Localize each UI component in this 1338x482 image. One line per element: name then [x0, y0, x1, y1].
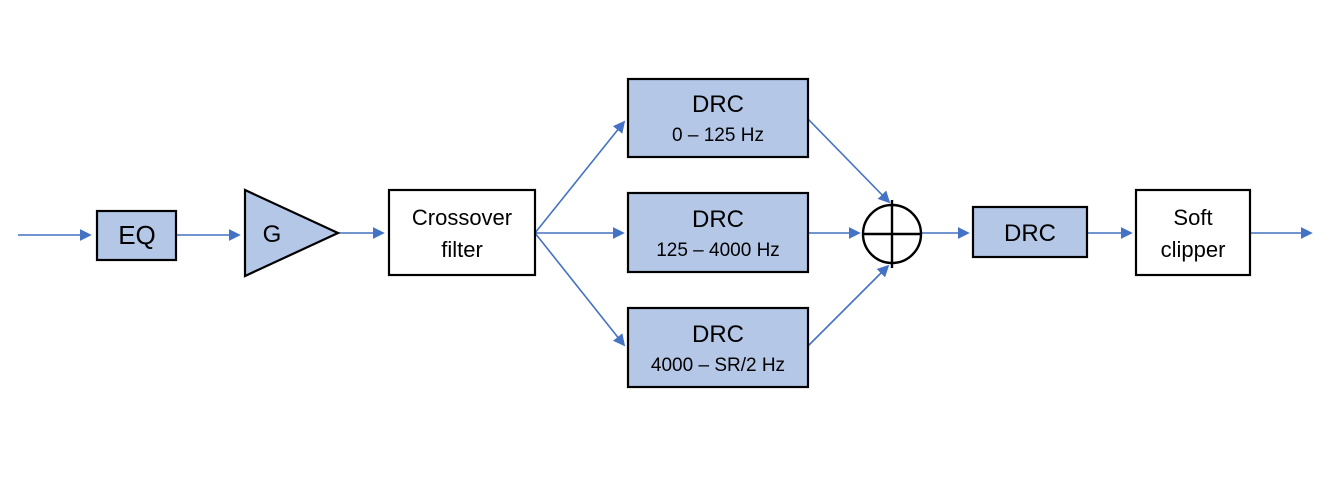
- crossover-label-line2: filter: [441, 237, 483, 262]
- drc-high-box: [626, 306, 810, 389]
- crossover-box: [387, 188, 537, 277]
- drc-high-range-label: 4000 – SR/2 Hz: [651, 355, 785, 376]
- gain-block: G: [243, 188, 341, 278]
- eq-box: [95, 209, 178, 262]
- drc-mid-range-label: 125 – 4000 Hz: [656, 240, 780, 261]
- drc-low-box: [626, 77, 810, 159]
- drc-low-band-block: DRC 0 – 125 Hz: [626, 77, 810, 159]
- crossover-filter-block: Crossover filter: [387, 188, 537, 277]
- soft-clipper-box: [1134, 188, 1252, 277]
- drc-low-range-label: 0 – 125 Hz: [672, 125, 764, 146]
- drc-post-box: [971, 205, 1089, 259]
- crossover-label-line1: Crossover: [412, 205, 512, 230]
- drc-post-label: DRC: [1004, 220, 1056, 247]
- drc-low-label: DRC: [692, 91, 744, 118]
- arrow-drc-low-to-sum: [807, 118, 891, 204]
- gain-triangle: [243, 188, 341, 278]
- gain-label: G: [263, 221, 282, 248]
- soft-clipper-label-line1: Soft: [1173, 205, 1212, 230]
- eq-block: EQ: [95, 209, 178, 262]
- soft-clipper-label-line2: clipper: [1161, 237, 1226, 262]
- drc-post-block: DRC: [971, 205, 1089, 259]
- arrow-crossover-to-drc-high: [534, 232, 626, 347]
- soft-clipper-block: Soft clipper: [1134, 188, 1252, 277]
- drc-mid-band-block: DRC 125 – 4000 Hz: [626, 191, 810, 274]
- arrow-crossover-to-drc-low: [534, 120, 626, 234]
- drc-mid-box: [626, 191, 810, 274]
- eq-label: EQ: [118, 220, 156, 250]
- drc-mid-label: DRC: [692, 206, 744, 233]
- arrow-drc-high-to-sum: [807, 264, 890, 347]
- drc-high-band-block: DRC 4000 – SR/2 Hz: [626, 306, 810, 389]
- sum-node: [861, 200, 923, 268]
- drc-high-label: DRC: [692, 321, 744, 348]
